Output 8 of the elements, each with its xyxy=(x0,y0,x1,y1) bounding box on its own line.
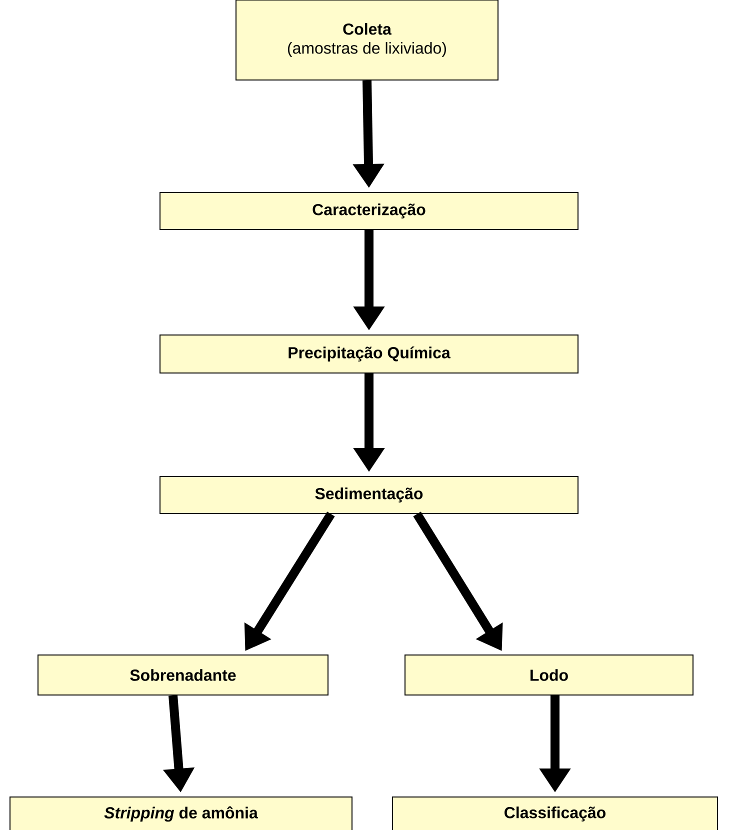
process-box: Precipitação Química xyxy=(160,334,578,374)
process-box: Classificação xyxy=(392,796,718,830)
process-box: Lodo xyxy=(404,654,694,696)
process-box: Sobrenadante xyxy=(38,654,328,696)
process-box: Stripping de amônia xyxy=(10,796,352,830)
process-box: Caracterização xyxy=(160,192,578,230)
process-box: Sedimentação xyxy=(160,476,578,514)
process-box: Coleta (amostras de lixiviado) xyxy=(236,0,498,80)
